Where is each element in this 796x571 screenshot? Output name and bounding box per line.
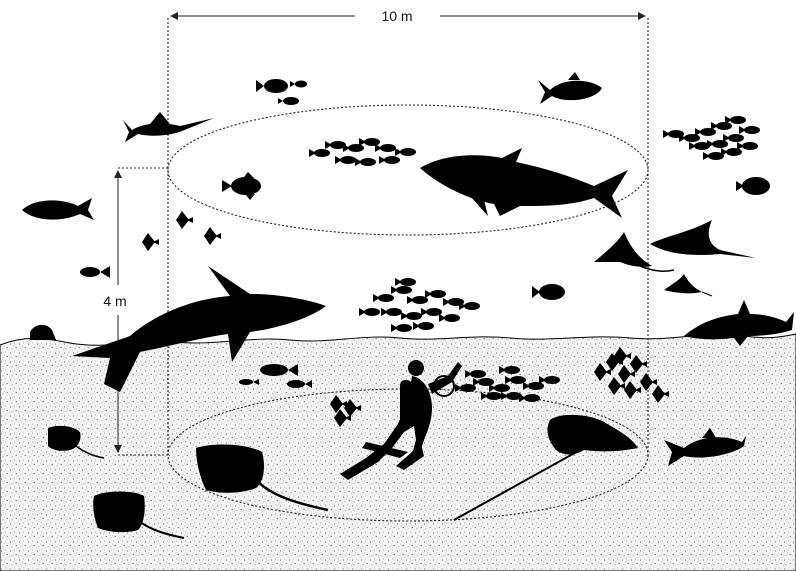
tuna-icon <box>538 72 602 104</box>
fish-school-icon <box>309 138 416 166</box>
sunfish-icon <box>222 172 261 200</box>
fish-icon-left <box>22 198 110 278</box>
marlin-icon <box>123 112 214 142</box>
height-label: 4 m <box>103 293 126 309</box>
fish-school-icon-right <box>663 116 760 160</box>
fish-icon-mid-right <box>532 284 565 300</box>
manta-ray-icon <box>594 220 756 296</box>
sea-creature-icon <box>30 325 56 340</box>
cylinder-top-ellipse <box>168 105 648 235</box>
fish-icon-right <box>736 177 770 195</box>
fish-icon-top-pair <box>256 79 307 105</box>
diameter-label: 10 m <box>381 8 412 24</box>
fish-school-icon-middle <box>359 278 480 332</box>
shark-icon <box>420 148 628 218</box>
angelfish-icon <box>142 211 221 251</box>
